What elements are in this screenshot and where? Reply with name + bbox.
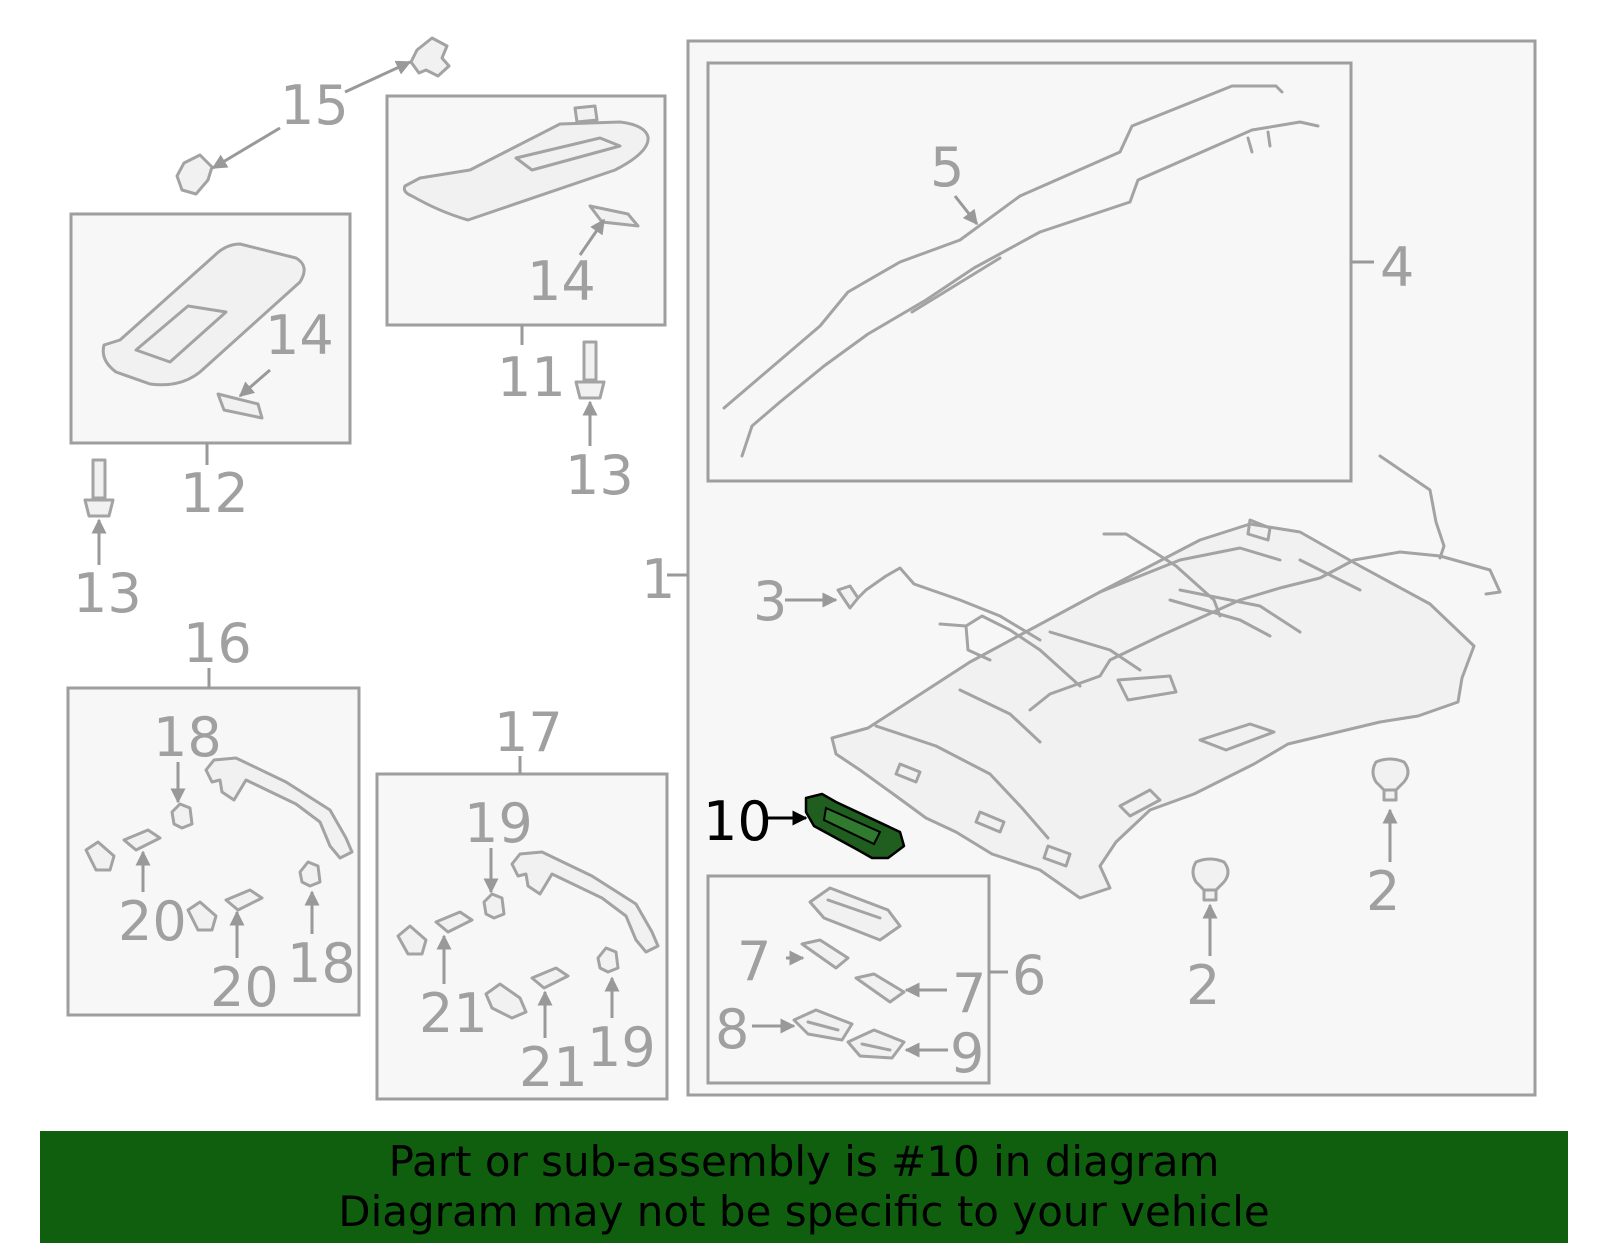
callout-20-a: 20 <box>118 890 187 953</box>
sunvisor-left <box>101 242 306 420</box>
box-roof-harness <box>706 61 1353 483</box>
callout-7-left: 7 <box>737 930 771 993</box>
callout-16: 16 <box>183 612 252 675</box>
cap-part-21-a <box>396 910 474 956</box>
banner-line-2: Diagram may not be specific to your vehi… <box>338 1187 1270 1236</box>
callout-13-right: 13 <box>565 444 634 507</box>
callout-3: 3 <box>753 570 787 633</box>
callout-19-b: 19 <box>587 1016 656 1079</box>
leader-5 <box>953 195 979 226</box>
map-lamp-part-6 <box>808 886 902 942</box>
callout-10: 10 <box>703 790 772 853</box>
lens-part-7 <box>800 938 906 1004</box>
hook-part-21 <box>484 982 528 1020</box>
grab-handle-part-16 <box>204 756 354 860</box>
banner-line-1: Part or sub-assembly is #10 in diagram <box>388 1137 1220 1186</box>
grab-handle-part-17 <box>510 850 660 954</box>
clip-part-18-b <box>298 860 322 888</box>
leader-15-b <box>211 126 281 170</box>
callout-7-right: 7 <box>952 962 986 1025</box>
callout-8: 8 <box>715 998 749 1061</box>
callout-20-b: 20 <box>210 956 279 1019</box>
leader-14-right <box>578 218 606 256</box>
bolt-part-13-left <box>83 458 115 518</box>
callout-21-b: 21 <box>519 1036 588 1099</box>
clip-part-19-b <box>596 946 620 974</box>
box-grab-handle-front <box>66 686 361 1017</box>
roof-wire-harness <box>938 454 1502 712</box>
clip-part-2-left <box>1191 857 1230 902</box>
cap-part-20-b <box>186 888 264 932</box>
callout-18-b: 18 <box>287 932 356 995</box>
callout-1: 1 <box>641 548 675 611</box>
bolt-part-13-right <box>574 340 606 400</box>
clip-part-2-right <box>1371 757 1410 802</box>
callout-5: 5 <box>930 136 964 199</box>
callout-14-left: 14 <box>265 304 334 367</box>
leader-15-a <box>344 60 412 94</box>
callout-15: 15 <box>280 74 349 137</box>
roof-harness-part-5 <box>722 84 1320 458</box>
harness-part-3 <box>836 566 1042 642</box>
headliner-panel <box>830 518 1476 900</box>
callout-17: 17 <box>494 701 563 764</box>
callout-11: 11 <box>497 346 566 409</box>
lamp-part-9 <box>846 1028 906 1060</box>
clip-part-19-a <box>482 892 506 920</box>
clip-part-15 <box>175 36 451 196</box>
box-grab-handle-rear <box>375 772 669 1101</box>
callout-18-a: 18 <box>153 706 222 769</box>
cap-part-21-b <box>530 966 570 990</box>
callout-21-a: 21 <box>419 982 488 1045</box>
callout-14-right: 14 <box>527 250 596 313</box>
cap-part-20-a <box>84 828 162 872</box>
callout-9: 9 <box>950 1022 984 1085</box>
clip-part-18-a <box>170 802 194 830</box>
callout-2-left: 2 <box>1186 954 1220 1017</box>
callout-4: 4 <box>1380 236 1414 299</box>
info-banner: Part or sub-assembly is #10 in diagram D… <box>40 1131 1568 1243</box>
lamp-part-8 <box>792 1008 854 1042</box>
highlighted-part-10 <box>804 792 906 860</box>
callout-19-a: 19 <box>464 792 533 855</box>
callout-6: 6 <box>1012 944 1046 1007</box>
callout-13-left: 13 <box>73 562 142 625</box>
callout-2-right: 2 <box>1366 860 1400 923</box>
leader-14-left <box>238 368 271 398</box>
callout-12: 12 <box>180 462 249 525</box>
